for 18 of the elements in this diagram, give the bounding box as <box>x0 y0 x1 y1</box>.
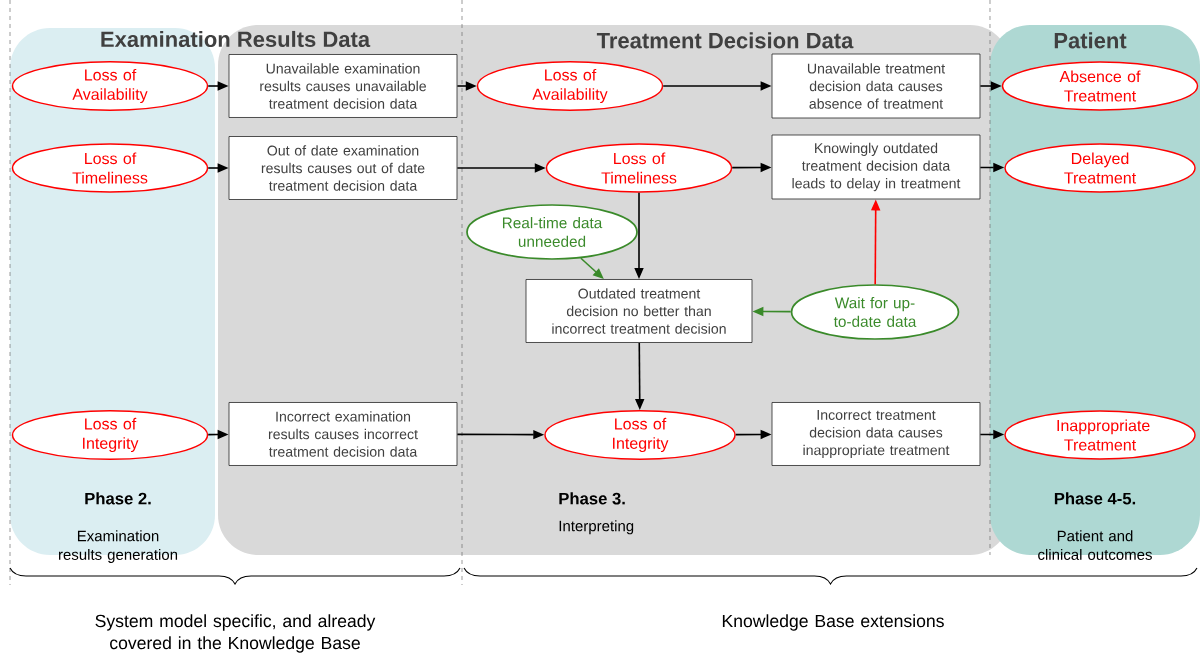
consequence-box: Unavailable examination results causes unavailable treatment decision data <box>228 54 458 118</box>
brace-label: System model specific, and already covered in the Knowledge Base <box>95 614 376 653</box>
consequence-box: Incorrect treatment decision data causes inappropriate treatment <box>771 402 981 466</box>
band-heading: Treatment Decision Data <box>596 32 854 49</box>
phase-description: Examination results generation <box>59 530 178 563</box>
phase-heading: Phase 3. <box>559 492 625 505</box>
phase-description: Patient and clinical outcomes <box>1038 530 1152 560</box>
phase-heading: Phase 4-5. <box>1054 492 1136 505</box>
consequence-box: Outdated treatment decision no better than incorrect treatment decision <box>525 279 753 343</box>
consequence-box: Incorrect examination results causes incorrect treatment decision data <box>228 402 458 466</box>
section-heading: Examination Results Data <box>101 30 371 48</box>
consequence-box: Knowingly outdated treatment decision data leads to delay in treatment <box>771 134 981 200</box>
band-heading: Patient <box>1054 32 1127 49</box>
consequence-box: Unavailable treatment decision data causes absence of treatment <box>771 53 981 119</box>
consequence-box: Out of date examination results causes out of date treatment decision data <box>228 136 458 200</box>
phase-heading: Phase 2. <box>85 492 151 505</box>
brace-label: Knowledge Base extensions <box>722 614 944 631</box>
phase-description: Interpreting <box>559 520 634 535</box>
